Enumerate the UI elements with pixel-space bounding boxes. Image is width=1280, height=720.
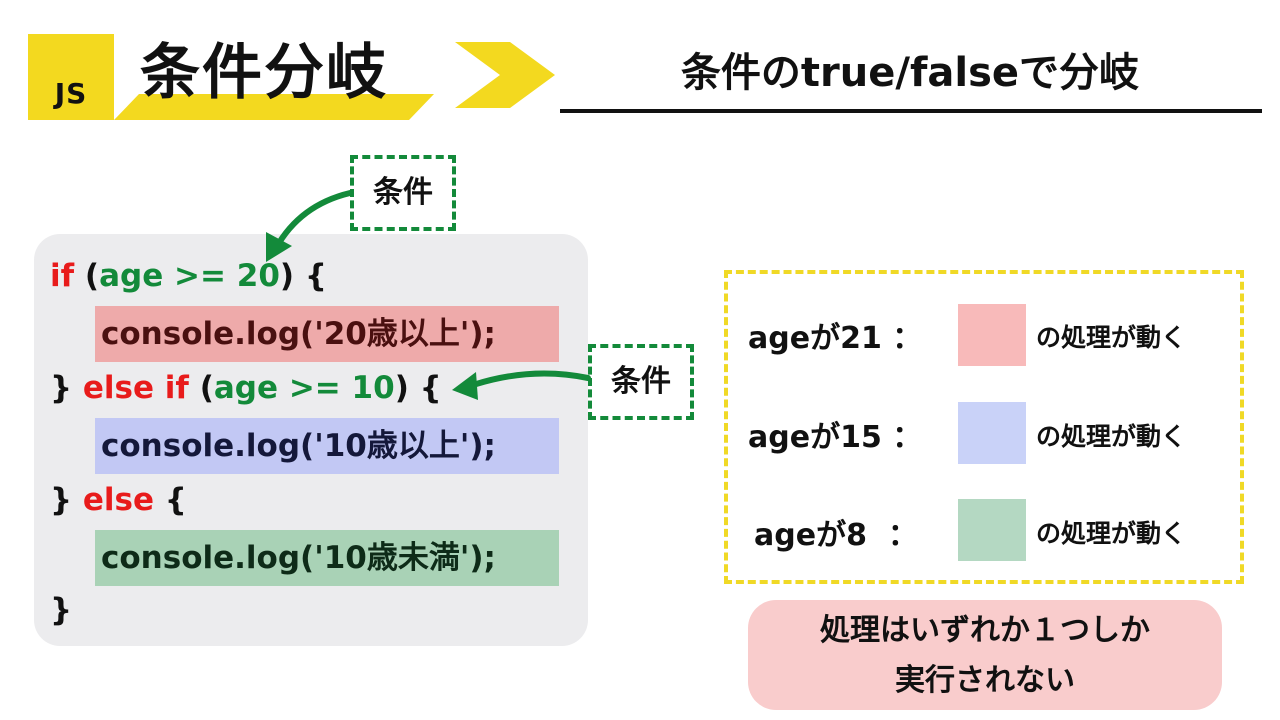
code-line-log-20: console.log('20歳以上'); bbox=[101, 316, 496, 352]
keyword-else: else bbox=[82, 482, 155, 518]
legend-swatch-green bbox=[958, 499, 1026, 561]
legend-action-8: の処理が動く bbox=[1036, 519, 1187, 548]
keyword-else-if: else if bbox=[82, 370, 189, 406]
legend-action-15: の処理が動く bbox=[1036, 422, 1187, 451]
condition-callout-2-label: 条件 bbox=[611, 364, 671, 399]
arrow-to-condition-1 bbox=[273, 190, 353, 251]
arrow-to-condition-2 bbox=[467, 370, 591, 389]
code-line-log-under-10: console.log('10歳未満'); bbox=[101, 540, 496, 576]
condition-callout-1-label: 条件 bbox=[373, 175, 433, 210]
code-block-teen: console.log('10歳以上'); bbox=[95, 418, 559, 474]
legend-label-8: ageが8 ： bbox=[754, 518, 918, 553]
chevron-right-icon bbox=[455, 42, 555, 108]
legend-swatch-red bbox=[958, 304, 1026, 366]
js-logo-label: JS bbox=[54, 77, 88, 110]
subtitle-underline bbox=[560, 109, 1262, 113]
legend-action-21: の処理が動く bbox=[1036, 323, 1187, 352]
legend-swatch-blue bbox=[958, 402, 1026, 464]
title-highlight-band bbox=[114, 94, 434, 120]
page-title: 条件分岐 bbox=[140, 38, 388, 108]
arrow-head-1 bbox=[266, 232, 292, 262]
code-line-if: if (age >= 20) { bbox=[50, 258, 327, 294]
legend-label-21: ageが21 ： bbox=[748, 321, 923, 356]
js-logo-badge: JS bbox=[28, 34, 114, 120]
condition-age-20: age >= 20 bbox=[99, 258, 280, 294]
code-line-log-10: console.log('10歳以上'); bbox=[101, 428, 496, 464]
page-subtitle: 条件のtrue/falseで分岐 bbox=[680, 50, 1140, 96]
note-callout: 処理はいずれか１つしか 実行されない bbox=[748, 600, 1222, 710]
condition-callout-2: 条件 bbox=[588, 344, 694, 420]
legend-box bbox=[724, 270, 1244, 584]
note-line-1: 処理はいずれか１つしか bbox=[820, 613, 1150, 648]
condition-age-10: age >= 10 bbox=[213, 370, 395, 406]
legend-label-15: ageが15 ： bbox=[748, 420, 923, 455]
keyword-if: if bbox=[50, 258, 75, 294]
code-block-child: console.log('10歳未満'); bbox=[95, 530, 559, 586]
code-line-close: } bbox=[50, 592, 73, 628]
code-line-else: } else { bbox=[50, 482, 187, 518]
arrow-head-2 bbox=[452, 372, 478, 400]
code-block-adult: console.log('20歳以上'); bbox=[95, 306, 559, 362]
note-line-2: 実行されない bbox=[895, 663, 1075, 698]
code-line-else-if: } else if (age >= 10) { bbox=[50, 370, 442, 406]
